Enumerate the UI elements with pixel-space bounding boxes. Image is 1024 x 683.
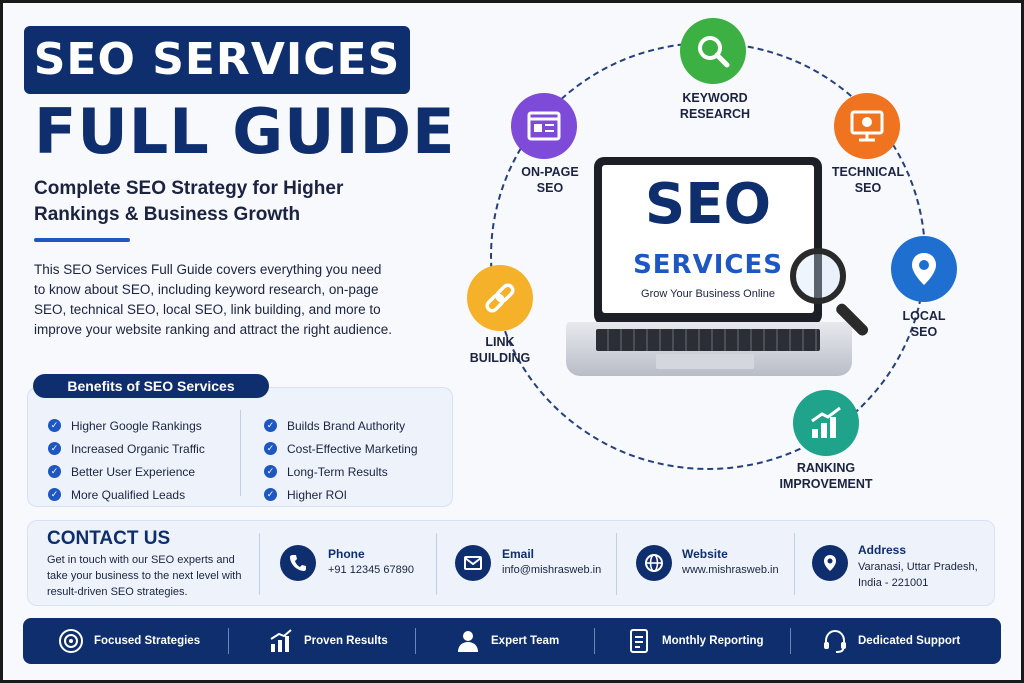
footer-label: Dedicated Support — [858, 635, 961, 647]
ranking-improvement-node — [793, 390, 859, 456]
contact-description: Get in touch with our SEO experts and ta… — [47, 554, 242, 598]
benefit-item: ✓ Long-Term Results — [264, 460, 418, 483]
email-icon — [455, 545, 491, 581]
check-icon: ✓ — [48, 442, 61, 455]
globe-icon — [636, 545, 672, 581]
report-icon — [630, 629, 648, 653]
title-badge-text: SEO SERVICES — [33, 34, 401, 85]
contact-divider — [616, 533, 617, 595]
footer-label: Proven Results — [304, 635, 388, 647]
contact-divider — [436, 533, 437, 595]
benefit-label: Better User Experience — [71, 464, 196, 479]
benefit-label: Builds Brand Authority — [287, 418, 406, 433]
bar-chart-icon — [811, 406, 841, 438]
benefits-heading: Benefits of SEO Services — [33, 374, 269, 398]
website-value[interactable]: www.mishrasweb.in — [682, 564, 779, 576]
phone-value[interactable]: +91 12345 67890 — [328, 564, 414, 576]
link-icon — [485, 283, 515, 313]
target-icon — [59, 629, 83, 653]
footer-label: Expert Team — [491, 635, 560, 647]
phone-icon — [280, 545, 316, 581]
footer-divider — [790, 628, 791, 654]
email-label: Email — [502, 547, 535, 561]
footer-label: Focused Strategies — [94, 635, 201, 647]
check-icon: ✓ — [264, 488, 277, 501]
check-icon: ✓ — [48, 465, 61, 478]
laptop-services-text: SERVICES — [633, 250, 783, 280]
location-pin-icon — [912, 253, 936, 285]
email-value[interactable]: info@mishrasweb.in — [502, 564, 602, 576]
link-building-node — [467, 265, 533, 331]
benefit-label: Cost-Effective Marketing — [287, 441, 418, 456]
footer-item-monthly-reporting: Monthly Reporting — [626, 618, 764, 664]
expert-icon — [458, 631, 478, 652]
title-badge: SEO SERVICES — [24, 26, 410, 94]
monitor-gear-icon — [850, 110, 884, 142]
footer-divider — [228, 628, 229, 654]
benefit-item: ✓ Better User Experience — [48, 460, 205, 483]
headset-icon — [824, 629, 846, 653]
address-line-1: Varanasi, Uttar Pradesh, — [858, 561, 978, 573]
laptop-keyboard — [596, 329, 820, 351]
contact-divider — [794, 533, 795, 595]
benefit-item: ✓ Higher ROI — [264, 483, 418, 506]
page-subtitle: Complete SEO Strategy for Higher Ranking… — [34, 178, 344, 225]
contact-divider — [259, 533, 260, 595]
address-line-2: India - 221001 — [858, 577, 929, 589]
page-title: FULL GUIDE — [34, 95, 456, 168]
benefit-item: ✓ Cost-Effective Marketing — [264, 437, 418, 460]
laptop-tagline: Grow Your Business Online — [641, 288, 775, 300]
footer-item-proven-results: Proven Results — [268, 618, 388, 664]
check-icon: ✓ — [264, 442, 277, 455]
laptop-trackpad — [656, 354, 754, 369]
benefit-label: More Qualified Leads — [71, 487, 186, 502]
footer-divider — [415, 628, 416, 654]
address-label: Address — [858, 543, 907, 557]
webpage-icon — [527, 111, 561, 141]
benefit-item: ✓ Higher Google Rankings — [48, 414, 205, 437]
contact-title: CONTACT US — [47, 528, 171, 549]
footer-item-dedicated-support: Dedicated Support — [822, 618, 960, 664]
accent-divider — [34, 238, 130, 242]
benefit-label: Higher Google Rankings — [71, 418, 202, 433]
local-seo-node — [891, 236, 957, 302]
check-icon: ✓ — [48, 419, 61, 432]
location-pin-icon — [812, 545, 848, 581]
laptop-seo-text: SEO — [644, 172, 772, 237]
technical-seo-node — [834, 93, 900, 159]
phone-label: Phone — [328, 547, 365, 561]
footer-bar — [23, 618, 1001, 664]
benefits-list-left: ✓ Higher Google Rankings ✓ Increased Organ… — [48, 414, 205, 506]
magnifier-icon — [698, 36, 730, 68]
footer-item-focused-strategies: Focused Strategies — [58, 618, 200, 664]
benefits-list-right: ✓ Builds Brand Authority ✓ Cost-Effective … — [264, 414, 418, 506]
chart-up-icon — [270, 629, 292, 652]
website-label: Website — [682, 547, 728, 561]
check-icon: ✓ — [48, 488, 61, 501]
footer-divider — [594, 628, 595, 654]
on-page-seo-node — [511, 93, 577, 159]
magnifying-glass-icon — [790, 248, 846, 304]
intro-paragraph: This SEO Services Full Guide covers ever… — [34, 262, 392, 337]
footer-item-expert-team: Expert Team — [455, 618, 559, 664]
check-icon: ✓ — [264, 465, 277, 478]
keyword-research-node — [680, 18, 746, 84]
laptop-display — [602, 165, 814, 313]
benefit-item: ✓ Builds Brand Authority — [264, 414, 418, 437]
benefit-label: Higher ROI — [287, 487, 348, 502]
footer-label: Monthly Reporting — [662, 635, 764, 647]
benefit-label: Increased Organic Traffic — [71, 441, 205, 456]
benefits-divider — [240, 410, 241, 496]
benefit-item: ✓ Increased Organic Traffic — [48, 437, 205, 460]
check-icon: ✓ — [264, 419, 277, 432]
benefit-item: ✓ More Qualified Leads — [48, 483, 205, 506]
benefit-label: Long-Term Results — [287, 464, 388, 479]
